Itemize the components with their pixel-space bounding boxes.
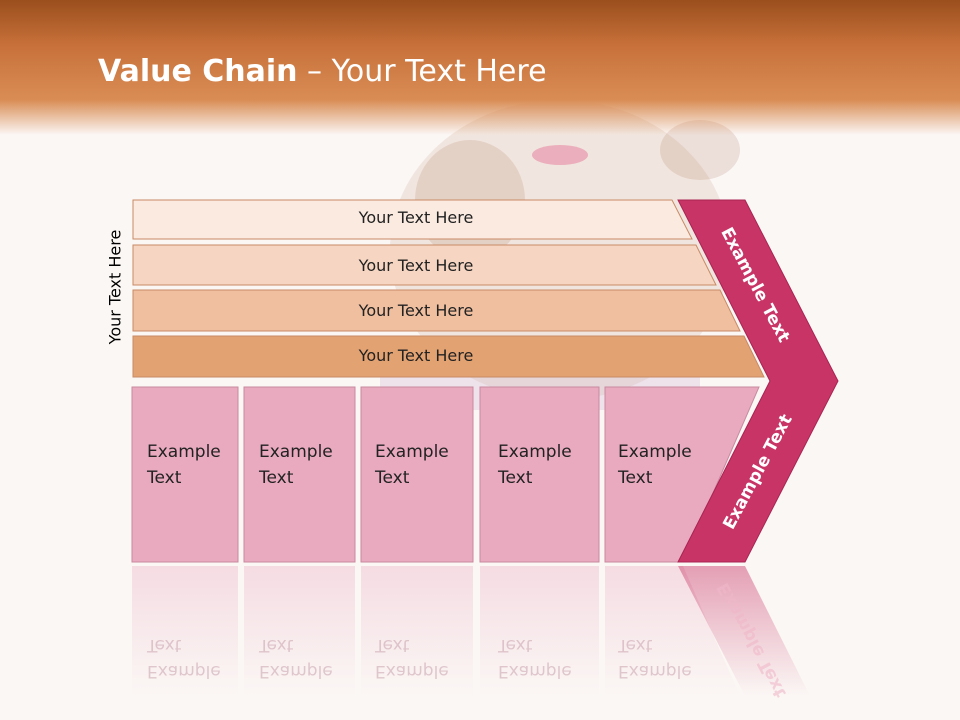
box-label-2: Example Text bbox=[259, 442, 333, 488]
box-4 bbox=[479, 386, 600, 563]
box-reflection-5: Example Text bbox=[618, 635, 692, 681]
chevron-arrow bbox=[677, 199, 839, 563]
box-reflection-1: Example Text bbox=[147, 635, 221, 681]
band-1 bbox=[132, 199, 693, 240]
box-reflection-shape-4 bbox=[480, 566, 599, 696]
title-bold: Value Chain bbox=[98, 54, 298, 89]
box-label-4: Example Text bbox=[498, 442, 572, 488]
band-label-1: Your Text Here bbox=[358, 208, 474, 227]
box-reflection-3: Example Text bbox=[375, 635, 449, 681]
band-4 bbox=[132, 335, 765, 378]
box-1 bbox=[131, 386, 239, 563]
box-label-1: Example Text bbox=[147, 442, 221, 488]
box-reflection-shape-2 bbox=[244, 566, 355, 696]
box-reflection-shape-5 bbox=[605, 566, 740, 696]
band-3 bbox=[132, 289, 741, 332]
box-3 bbox=[360, 386, 474, 563]
box-reflection-2: Example Text bbox=[259, 635, 333, 681]
box-label-3: Example Text bbox=[375, 442, 449, 488]
title-rest: – Your Text Here bbox=[297, 54, 547, 89]
box-reflection-4: Example Text bbox=[498, 635, 572, 681]
slide-title: Value Chain – Your Text Here bbox=[98, 54, 547, 89]
band-label-4: Your Text Here bbox=[358, 346, 474, 365]
band-2 bbox=[132, 244, 717, 286]
box-reflection-shape-1 bbox=[132, 566, 238, 696]
box-label-5: Example Text bbox=[618, 442, 692, 488]
chevron-reflection-shape bbox=[678, 566, 810, 696]
band-label-2: Your Text Here bbox=[358, 256, 474, 275]
box-2 bbox=[243, 386, 356, 563]
title-bar bbox=[0, 0, 960, 135]
box-reflection-shape-3 bbox=[361, 566, 473, 696]
band-label-3: Your Text Here bbox=[358, 301, 474, 320]
